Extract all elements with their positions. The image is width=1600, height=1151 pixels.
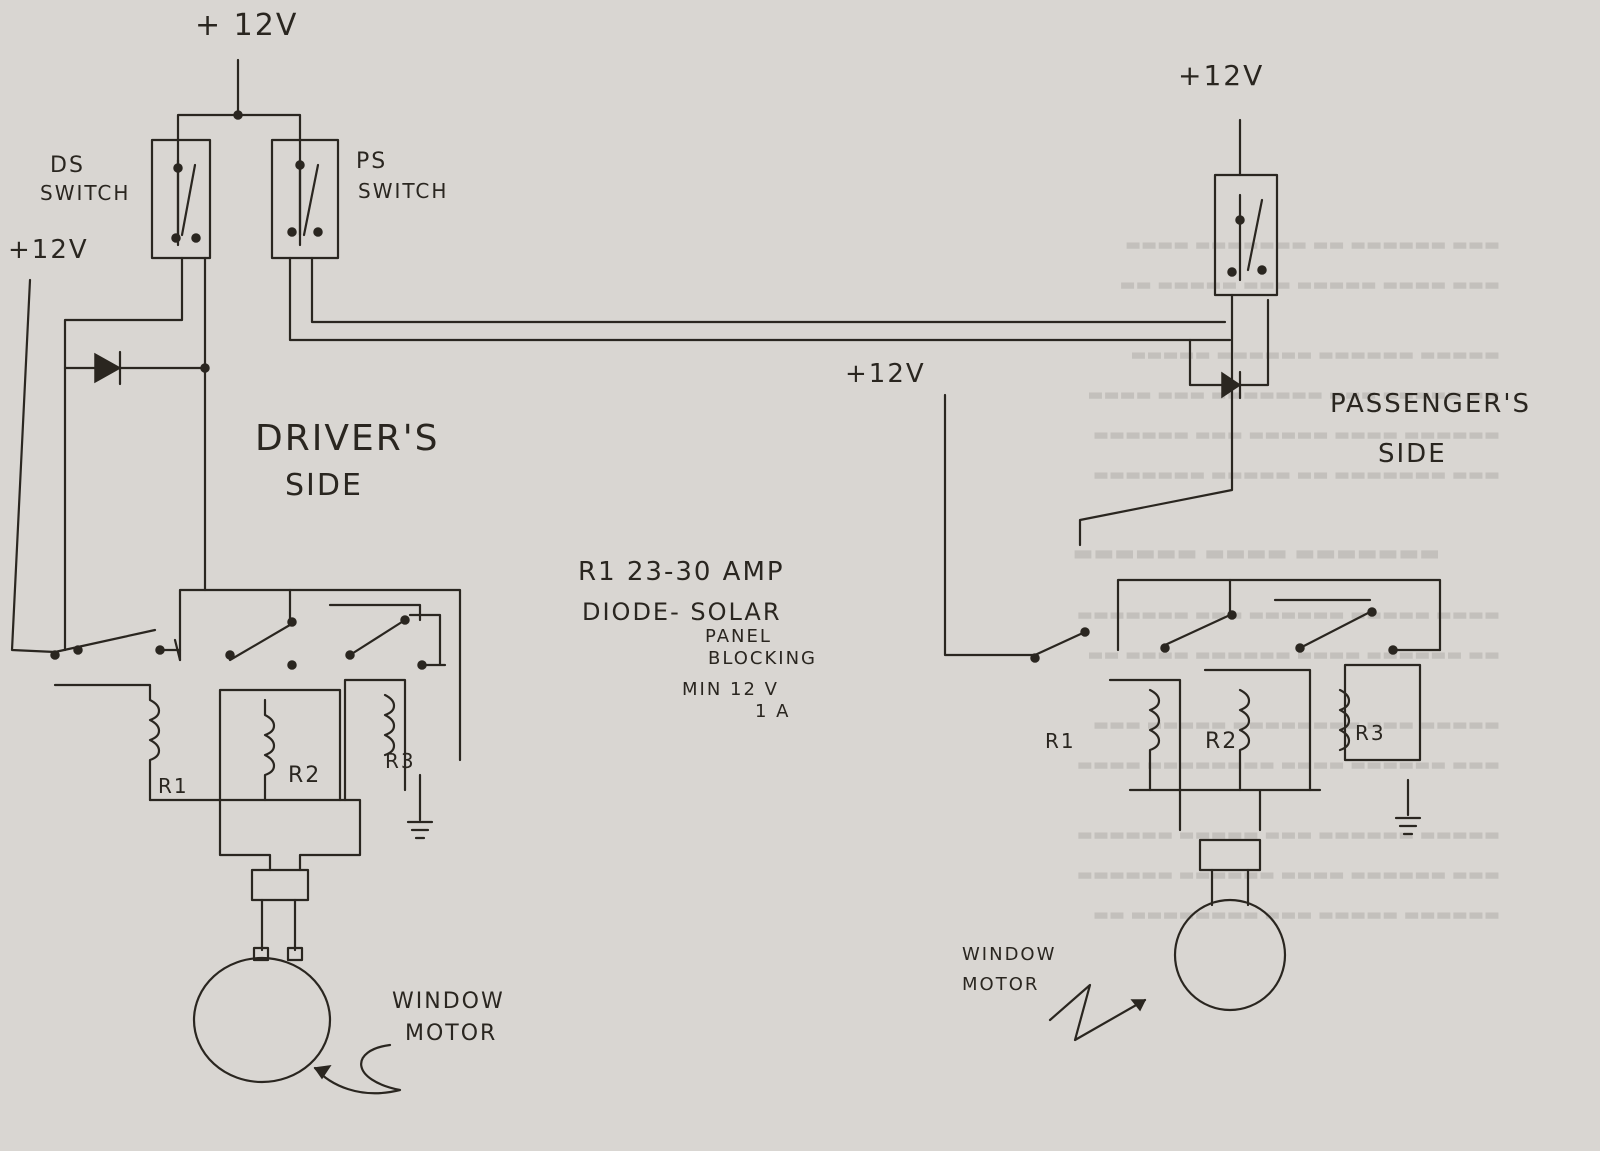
ps-side-switch xyxy=(1213,173,1279,297)
top-supply-wire xyxy=(176,58,302,237)
svg-text:▬▬▬ ▬▬▬▬▬▬ ▬▬▬▬ ▬▬▬▬▬▬ ▬▬▬▬▬▬: ▬▬▬ ▬▬▬▬▬▬ ▬▬▬▬ ▬▬▬▬▬▬ ▬▬▬▬▬▬ xyxy=(1077,865,1500,885)
left-relay-block xyxy=(50,588,462,762)
right-relay-r2 xyxy=(1203,668,1312,792)
label-right-motor-2: MOTOR xyxy=(962,974,1039,995)
label-drivers-side-1: DRIVER'S xyxy=(255,418,440,459)
svg-text:▬▬▬ ▬▬▬▬▬▬ ▬▬ ▬▬▬▬▬▬▬ ▬▬▬▬: ▬▬▬ ▬▬▬▬▬▬ ▬▬ ▬▬▬▬▬▬▬ ▬▬▬▬ xyxy=(1125,235,1500,255)
label-left-r2: R2 xyxy=(288,763,321,788)
note-diode-2: PANEL xyxy=(705,626,772,647)
label-ds-switch-1: DS xyxy=(50,153,85,178)
svg-text:▬▬▬▬▬ ▬▬▬▬▬▬ ▬▬▬ ▬▬▬▬▬ ▬▬▬▬▬▬: ▬▬▬▬▬ ▬▬▬▬▬▬ ▬▬▬ ▬▬▬▬▬ ▬▬▬▬▬▬ xyxy=(1077,825,1500,845)
svg-text:▬▬ ▬▬▬▬▬ ▬▬▬ ▬▬▬▬▬▬▬ ▬▬▬ ▬▬▬▬: ▬▬ ▬▬▬▬▬ ▬▬▬ ▬▬▬▬▬▬▬ ▬▬▬ ▬▬▬▬ xyxy=(1087,385,1500,405)
note-min: MIN 12 V xyxy=(682,679,779,700)
right-window-motor xyxy=(1048,898,1287,1042)
left-relay-feed-wires xyxy=(203,256,1232,592)
label-middle-supply: +12V xyxy=(845,359,926,389)
svg-text:▬▬▬ ▬▬▬▬▬▬▬ ▬▬ ▬▬▬▬▬ ▬▬▬▬▬▬▬: ▬▬▬ ▬▬▬▬▬▬▬ ▬▬ ▬▬▬▬▬ ▬▬▬▬▬▬▬ xyxy=(1093,465,1500,485)
svg-text:▬▬▬ ▬▬▬▬ ▬▬▬▬▬ ▬▬▬ ▬▬▬▬▬ ▬▬: ▬▬▬ ▬▬▬▬ ▬▬▬▬▬ ▬▬▬ ▬▬▬▬▬ ▬▬ xyxy=(1120,275,1500,295)
svg-text:▬▬▬▬▬ ▬▬▬ ▬▬▬▬▬▬▬▬ ▬▬▬▬▬ ▬▬▬: ▬▬▬▬▬ ▬▬▬ ▬▬▬▬▬▬▬▬ ▬▬▬▬▬ ▬▬▬ xyxy=(1093,715,1500,735)
label-top-supply: + 12V xyxy=(195,8,298,43)
svg-text:▬▬▬▬ ▬▬▬▬▬ ▬▬▬▬▬▬ ▬▬▬ ▬▬▬▬▬▬▬: ▬▬▬▬ ▬▬▬▬▬ ▬▬▬▬▬▬ ▬▬▬ ▬▬▬▬▬▬▬ xyxy=(1077,605,1500,625)
labels: + 12V DS SWITCH PS SWITCH +12V DRIVER'S … xyxy=(8,8,1531,1046)
svg-text:▬▬▬▬▬▬▬ ▬▬▬▬ ▬▬▬▬▬▬: ▬▬▬▬▬▬▬ ▬▬▬▬ ▬▬▬▬▬▬ xyxy=(1073,541,1440,566)
label-passengers-side-2: SIDE xyxy=(1378,439,1447,469)
label-right-r3: R3 xyxy=(1355,721,1386,745)
label-passengers-side-1: PASSENGER'S xyxy=(1330,389,1531,419)
label-right-r1: R1 xyxy=(1045,729,1076,753)
left-relay-r3 xyxy=(343,678,407,802)
left-ground-symbol xyxy=(406,773,434,840)
right-relay-r3 xyxy=(1338,663,1422,762)
label-right-top-supply: +12V xyxy=(1178,59,1264,92)
label-ps-switch-1: PS xyxy=(356,149,387,174)
label-drivers-side-2: SIDE xyxy=(285,468,363,503)
left-motor-leads xyxy=(148,798,362,962)
left-relay-r2 xyxy=(218,688,342,802)
note-diode-3: BLOCKING xyxy=(708,648,817,669)
left-diode xyxy=(63,350,210,386)
svg-text:▬▬ ▬▬▬▬▬▬ ▬▬▬▬ ▬▬▬▬▬▬ ▬▬▬▬ ▬▬: ▬▬ ▬▬▬▬▬▬ ▬▬▬▬ ▬▬▬▬▬▬ ▬▬▬▬ ▬▬ xyxy=(1087,645,1500,665)
svg-text:▬▬▬▬▬▬ ▬▬▬▬ ▬▬▬▬▬ ▬▬▬ ▬▬▬▬▬▬: ▬▬▬▬▬▬ ▬▬▬▬ ▬▬▬▬▬ ▬▬▬ ▬▬▬▬▬▬ xyxy=(1093,425,1500,445)
right-relay-r1 xyxy=(1108,678,1182,792)
label-left-motor-2: MOTOR xyxy=(405,1021,497,1046)
svg-text:▬▬▬ ▬▬▬▬▬▬ ▬▬▬▬ ▬▬▬▬▬▬▬▬ ▬▬▬▬: ▬▬▬ ▬▬▬▬▬▬ ▬▬▬▬ ▬▬▬▬▬▬▬▬ ▬▬▬▬ xyxy=(1077,755,1500,775)
right-ground-symbol xyxy=(1394,778,1422,836)
left-supply-wire xyxy=(10,256,184,654)
bleed-through-text: ▬▬▬ ▬▬▬▬▬▬ ▬▬ ▬▬▬▬▬▬▬ ▬▬▬▬ ▬▬▬ ▬▬▬▬ ▬▬▬▬… xyxy=(1073,235,1500,925)
right-relay-block xyxy=(1030,578,1442,663)
label-right-r2: R2 xyxy=(1205,729,1238,754)
label-left-r3: R3 xyxy=(385,749,416,773)
right-motor-leads xyxy=(1128,788,1322,907)
label-ps-switch-2: SWITCH xyxy=(358,179,448,203)
label-left-motor-1: WINDOW xyxy=(392,989,505,1014)
svg-text:▬▬▬▬▬ ▬▬▬▬▬▬ ▬▬▬▬▬▬ ▬▬▬▬▬: ▬▬▬▬▬ ▬▬▬▬▬▬ ▬▬▬▬▬▬ ▬▬▬▬▬ xyxy=(1130,345,1500,365)
note-r1: R1 23-30 AMP xyxy=(578,557,785,587)
left-relay-r1 xyxy=(53,683,161,802)
left-window-motor xyxy=(192,956,402,1095)
label-left-r1: R1 xyxy=(158,774,189,798)
label-left-supply: +12V xyxy=(8,235,89,265)
middle-supply-wire xyxy=(943,393,1037,657)
note-diode-1: DIODE- SOLAR xyxy=(582,598,782,626)
svg-text:▬▬▬▬▬▬ ▬▬▬▬▬ ▬▬▬ ▬▬▬▬▬▬▬▬ ▬▬: ▬▬▬▬▬▬ ▬▬▬▬▬ ▬▬▬ ▬▬▬▬▬▬▬▬ ▬▬ xyxy=(1093,905,1500,925)
label-ds-switch-2: SWITCH xyxy=(40,181,130,205)
note-amp: 1 A xyxy=(755,701,791,722)
ps-switch xyxy=(270,138,340,260)
ds-switch xyxy=(150,138,212,260)
label-right-motor-1: WINDOW xyxy=(962,944,1056,965)
right-diode xyxy=(1078,293,1270,547)
